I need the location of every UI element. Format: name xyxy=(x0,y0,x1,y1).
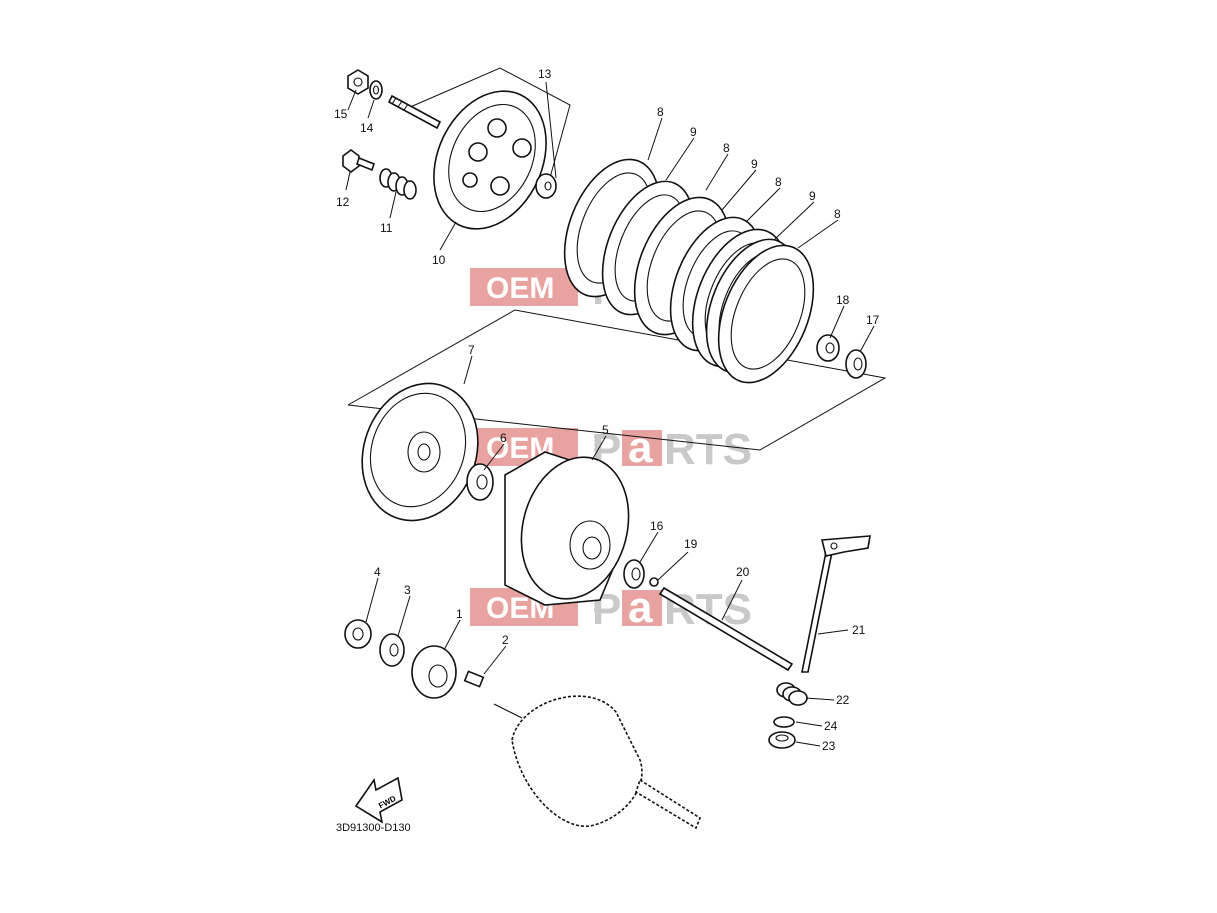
callout-9b: 9 xyxy=(751,157,758,171)
callout-3: 3 xyxy=(404,583,411,597)
svg-text:RTS: RTS xyxy=(664,585,752,634)
leader-lines xyxy=(345,81,875,747)
part-10-pressure-plate xyxy=(433,90,547,230)
callout-16: 16 xyxy=(650,519,664,533)
fwd-arrow-icon: FWD xyxy=(354,776,403,824)
callout-17: 17 xyxy=(866,313,880,327)
callout-24: 24 xyxy=(824,719,838,733)
part-15-nut xyxy=(347,69,369,95)
part-8-friction-plate-4 xyxy=(717,244,815,384)
part-11-spring xyxy=(379,168,417,200)
callout-labels: 13 15 14 12 11 10 8 9 8 9 8 9 8 18 17 7 … xyxy=(334,67,880,753)
part-1-primary-drive-gear xyxy=(411,645,457,699)
callout-14: 14 xyxy=(360,121,374,135)
callout-20: 20 xyxy=(736,565,750,579)
part-16-washer xyxy=(623,559,645,589)
callout-8d: 8 xyxy=(834,207,841,221)
pressure-plate-group-bracket xyxy=(407,67,571,186)
part-3-lock-washer xyxy=(379,633,405,667)
callout-9a: 9 xyxy=(690,125,697,139)
callout-7: 7 xyxy=(468,343,475,357)
svg-text:OEM: OEM xyxy=(486,272,554,305)
part-2-key xyxy=(463,670,485,688)
callout-11: 11 xyxy=(380,221,393,235)
watermark-middle: OEM BIKE P a RTS xyxy=(470,423,752,474)
svg-text:BIKE: BIKE xyxy=(593,594,602,612)
part-7-primary-driven-gear xyxy=(361,382,479,522)
part-24-washer xyxy=(773,716,795,728)
callout-5: 5 xyxy=(602,423,609,437)
callout-21: 21 xyxy=(852,623,866,637)
part-14-washer xyxy=(369,80,383,100)
callout-4: 4 xyxy=(374,565,381,579)
part-4-nut xyxy=(344,619,372,649)
callout-6: 6 xyxy=(500,431,507,445)
part-22-spring xyxy=(776,682,808,706)
callout-1: 1 xyxy=(456,607,463,621)
part-18-collar xyxy=(816,334,840,362)
part-21-push-lever-shaft xyxy=(801,535,871,673)
callout-9c: 9 xyxy=(809,189,816,203)
callout-23: 23 xyxy=(822,739,836,753)
diagram-code: 3D91300-D130 xyxy=(336,822,411,834)
part-13-boss xyxy=(535,173,557,199)
part-19-ball xyxy=(649,577,659,587)
callout-13: 13 xyxy=(538,67,552,81)
part-20-push-rod xyxy=(658,586,794,672)
callout-10: 10 xyxy=(432,253,446,267)
part-23-oil-seal xyxy=(768,731,796,749)
callout-8a: 8 xyxy=(657,105,664,119)
part-13-stud xyxy=(387,94,442,130)
callout-15: 15 xyxy=(334,107,348,121)
part-5-clutch-housing xyxy=(504,451,630,606)
svg-text:RTS: RTS xyxy=(664,425,752,474)
part-6-thrust-washer xyxy=(466,463,494,501)
callout-2: 2 xyxy=(502,633,509,647)
callout-19: 19 xyxy=(684,537,698,551)
crankshaft xyxy=(493,695,701,830)
clutch-plate-stack xyxy=(563,158,815,384)
callout-18: 18 xyxy=(836,293,850,307)
watermark-bottom: OEM BIKE P a RTS xyxy=(470,583,752,634)
svg-text:a: a xyxy=(628,423,653,472)
svg-text:a: a xyxy=(628,583,653,632)
callout-22: 22 xyxy=(836,693,850,707)
part-12-bolt xyxy=(342,149,375,173)
callout-8c: 8 xyxy=(775,175,782,189)
clutch-pack-group-bracket xyxy=(347,309,887,451)
callout-8b: 8 xyxy=(723,141,730,155)
callout-12: 12 xyxy=(336,195,350,209)
part-17-lock-washer xyxy=(845,349,867,379)
svg-text:BIKE: BIKE xyxy=(593,434,602,452)
